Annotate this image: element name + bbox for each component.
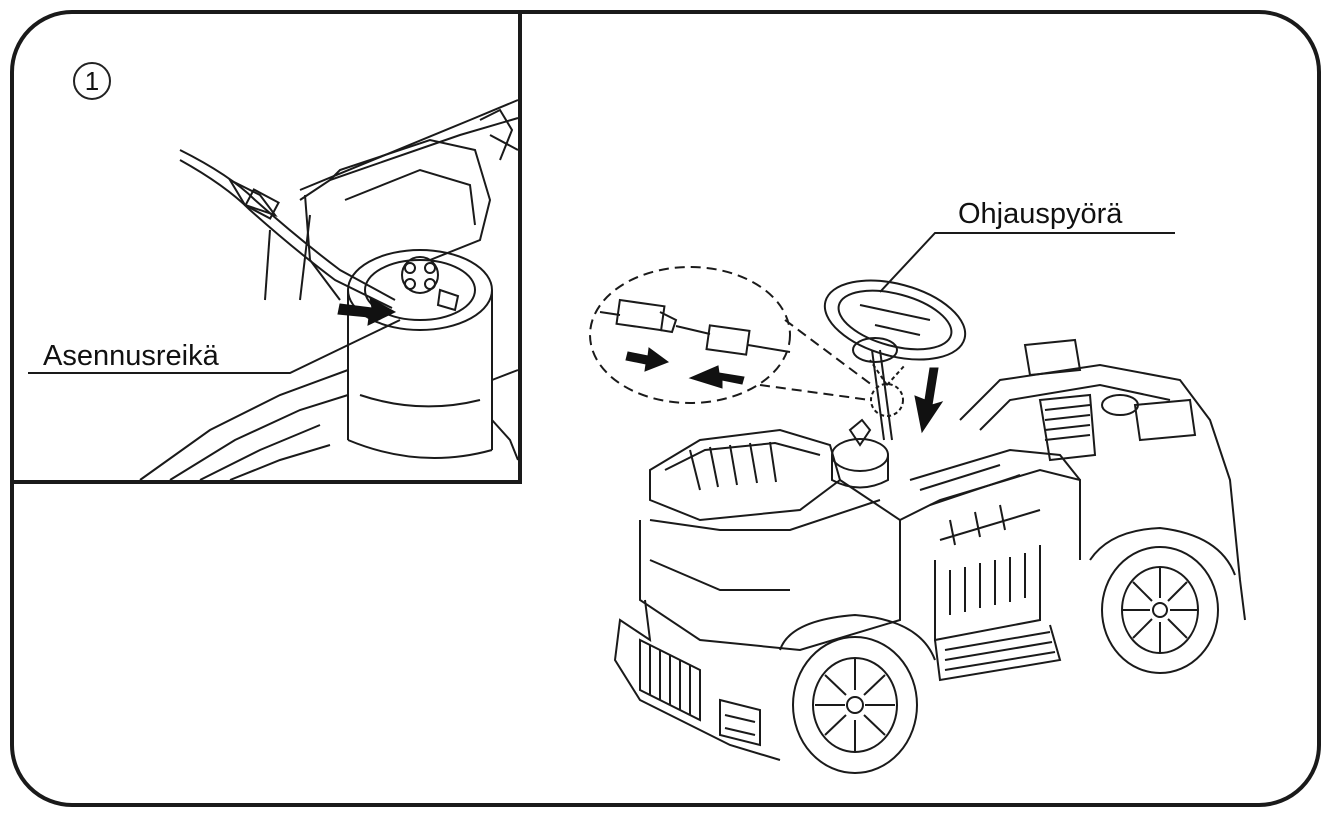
install-down-arrow	[914, 367, 944, 434]
steering-wheel-label: Ohjauspyörä	[958, 198, 1123, 230]
mounting-hole-leader	[28, 319, 401, 374]
ride-on-truck	[613, 279, 1246, 774]
step-number-badge: 1	[73, 62, 111, 100]
steering-wheel-leader	[879, 232, 1175, 293]
connector-arrow-right	[625, 347, 670, 372]
outer-frame	[10, 10, 1321, 807]
wire-connectors	[599, 298, 791, 356]
connector-arrow-left	[688, 365, 745, 389]
step-number: 1	[84, 65, 100, 96]
insert-arrow	[337, 297, 397, 326]
inset-panel-border	[14, 14, 522, 484]
mounting-hole-label: Asennusreikä	[43, 340, 219, 372]
inset-detail	[139, 99, 519, 481]
connector-leader	[759, 319, 873, 401]
connector-detail-ellipse	[589, 266, 791, 404]
